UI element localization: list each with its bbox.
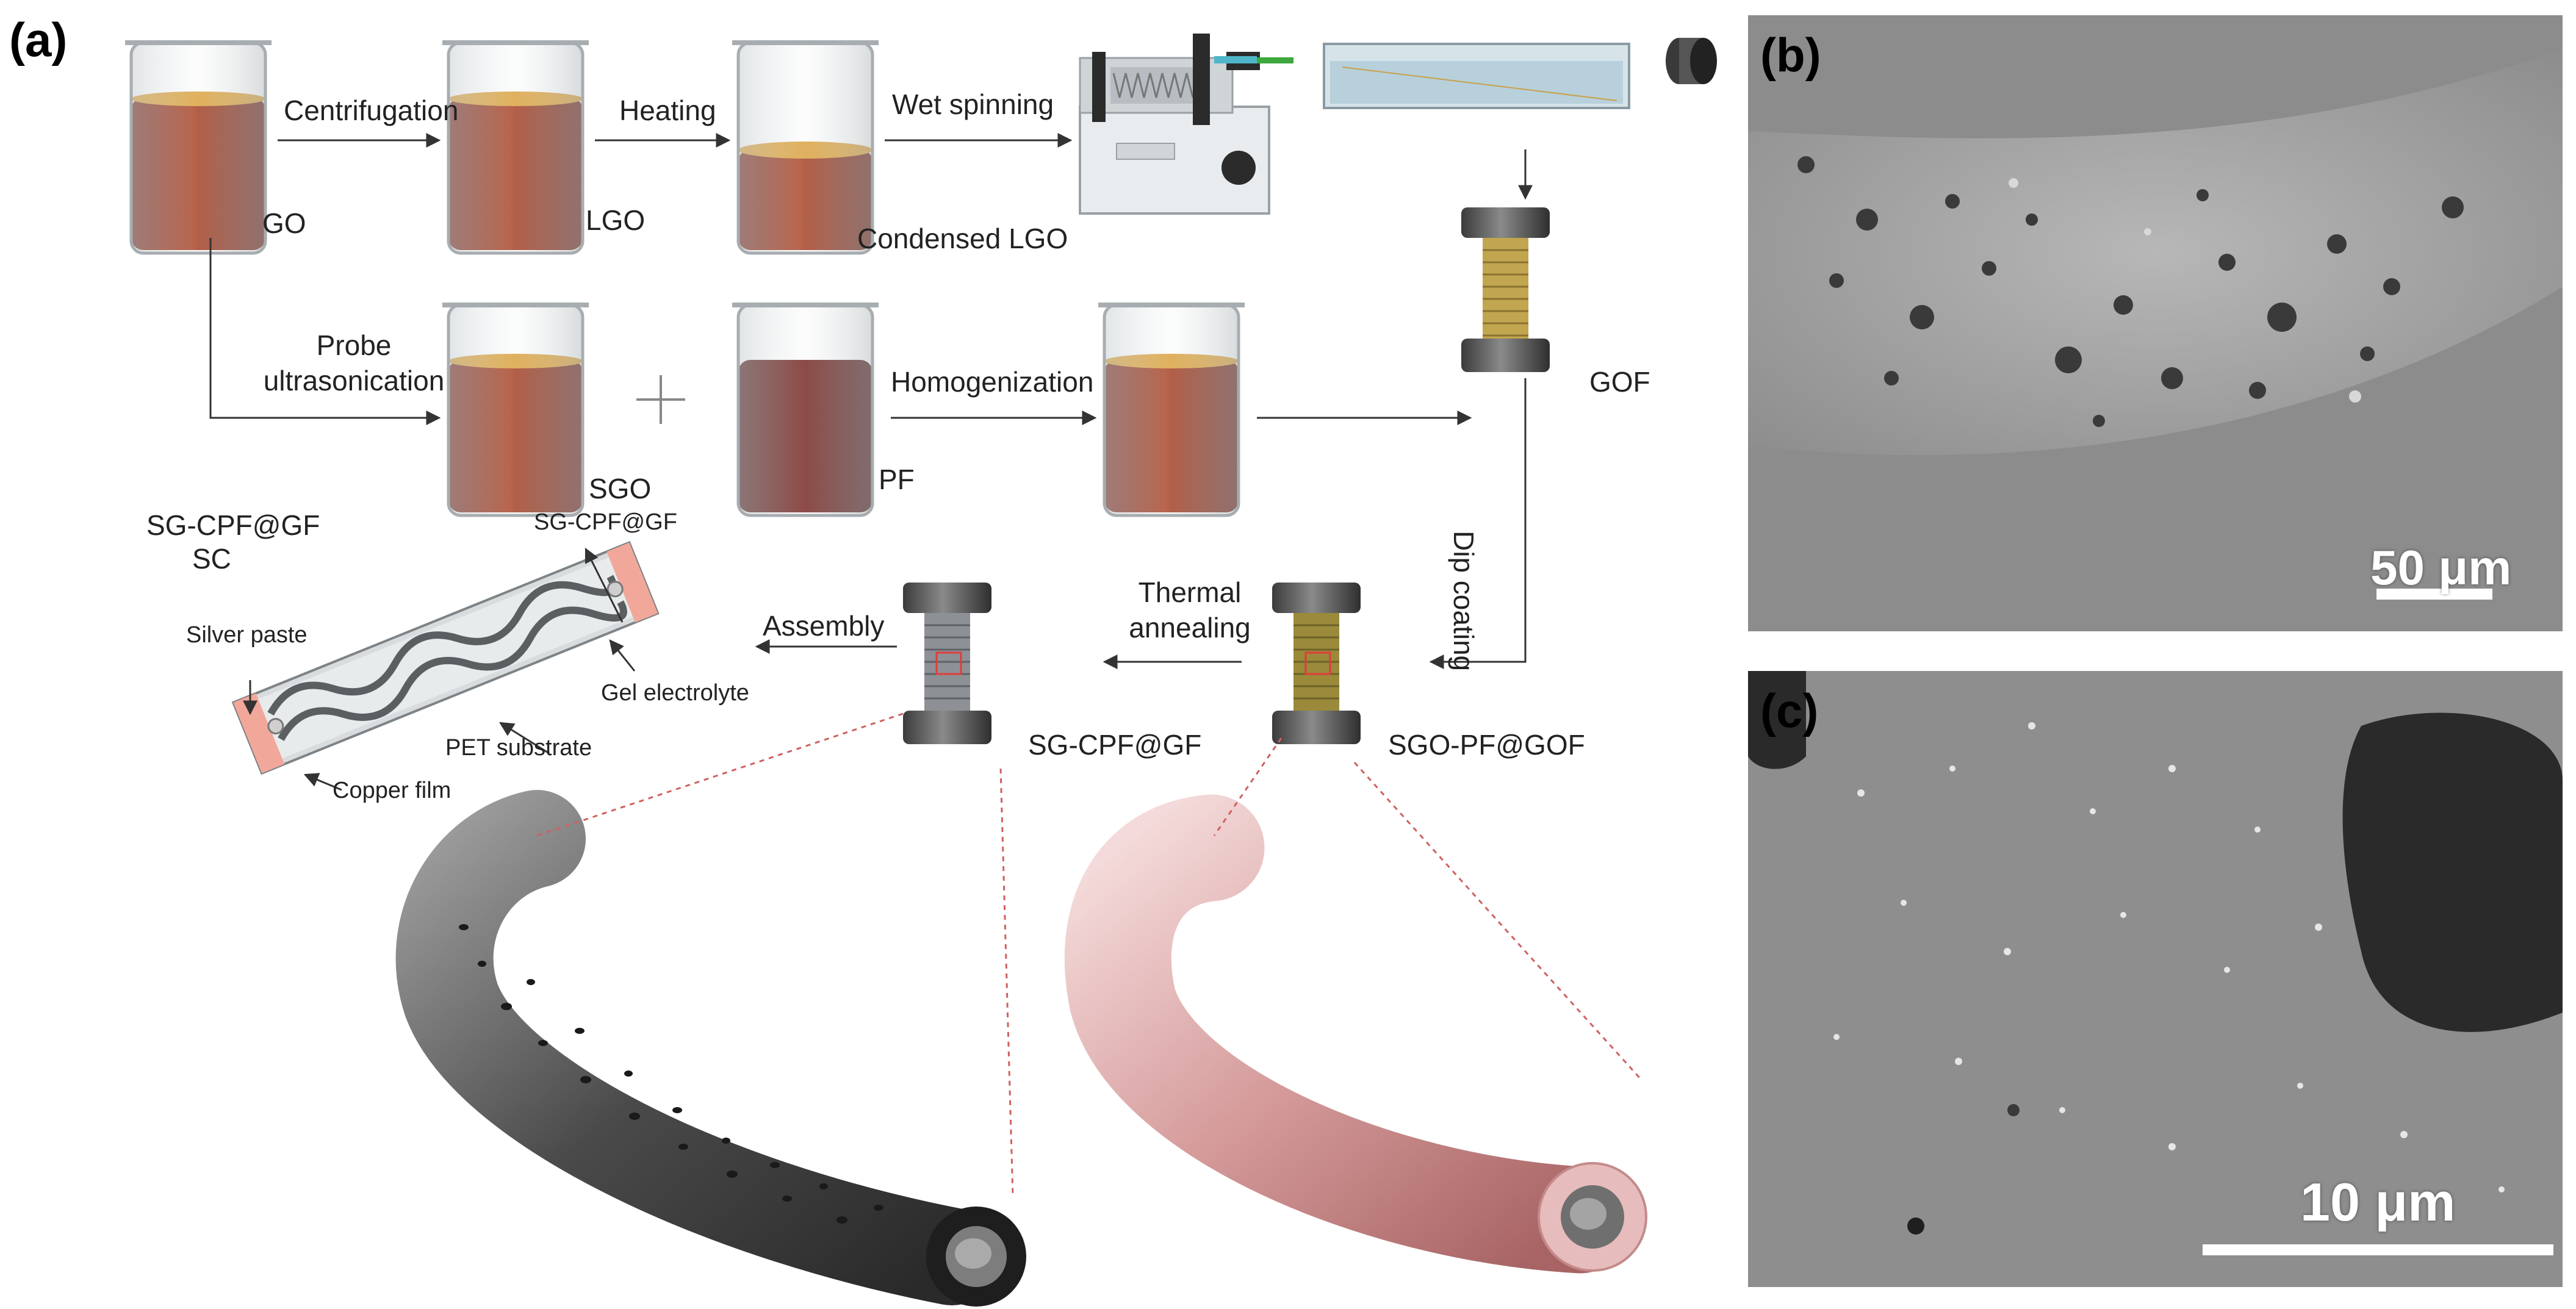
label-copper-film: Copper film xyxy=(333,778,452,803)
spool-gof xyxy=(1461,207,1550,372)
sem-image-c xyxy=(1748,671,2563,1287)
device-title-line1: SG-CPF@GF xyxy=(146,509,320,541)
panel-label-a: (a) xyxy=(9,13,68,66)
label-sg-cpf-gf: SG-CPF@GF xyxy=(1028,729,1202,761)
device-title-line2: SC xyxy=(192,543,231,575)
step-heating: Heating xyxy=(619,95,716,126)
step-centrifugation: Centrifugation xyxy=(284,95,459,126)
scale-bar-b xyxy=(2376,589,2492,600)
coagulation-bath xyxy=(1323,38,1717,109)
label-sgo: SGO xyxy=(589,473,652,504)
zoom-lines xyxy=(536,712,1642,1196)
spool-sg-cpf-gf xyxy=(903,583,991,744)
fiber-porous-3d xyxy=(395,790,1026,1307)
label-silver-paste: Silver paste xyxy=(186,622,308,648)
beaker-sgo xyxy=(442,303,589,517)
beaker-homogenized xyxy=(1098,303,1245,517)
label-lgo: LGO xyxy=(586,204,646,236)
step-assembly: Assembly xyxy=(763,610,885,642)
step-thermal-line2: annealing xyxy=(1129,612,1251,644)
spool-sgo-pf-gof xyxy=(1272,583,1361,744)
panel-label-c: (c) xyxy=(1760,684,1819,737)
label-condensed-lgo: Condensed LGO xyxy=(857,223,1068,254)
beaker-go xyxy=(125,40,272,255)
beaker-condensed-lgo xyxy=(732,40,879,255)
fiber-coated-3d xyxy=(1064,794,1647,1274)
device-fiber-label: SG-CPF@GF xyxy=(534,509,677,535)
beaker-lgo xyxy=(442,40,589,255)
syringe-pump xyxy=(1079,34,1293,215)
step-homogenization: Homogenization xyxy=(891,366,1094,398)
step-dip-coating: Dip coating xyxy=(1448,531,1480,672)
label-pet-substrate: PET substrate xyxy=(445,735,592,761)
scale-label-c: 10 μm xyxy=(2300,1172,2456,1232)
device-annotation-arrows xyxy=(243,547,636,791)
step-probe-line2: ultrasonication xyxy=(263,365,445,396)
label-pf: PF xyxy=(879,464,915,495)
step-thermal-line1: Thermal xyxy=(1138,576,1242,608)
step-wet-spinning: Wet spinning xyxy=(892,88,1054,120)
beaker-pf xyxy=(732,303,879,517)
panel-label-b: (b) xyxy=(1760,28,1821,82)
scale-bar-c xyxy=(2203,1244,2553,1255)
label-gel-electrolyte: Gel electrolyte xyxy=(601,680,749,706)
scale-label-b: 50 μm xyxy=(2370,540,2512,595)
plus-icon xyxy=(636,375,685,424)
sem-image-b xyxy=(1748,15,2563,631)
label-gof: GOF xyxy=(1589,366,1650,398)
flow-arrows xyxy=(209,133,1533,669)
label-sgo-pf-gof: SGO-PF@GOF xyxy=(1388,729,1585,761)
supercapacitor-device xyxy=(231,540,660,775)
step-probe-line1: Probe xyxy=(316,329,392,361)
label-go: GO xyxy=(262,207,306,239)
